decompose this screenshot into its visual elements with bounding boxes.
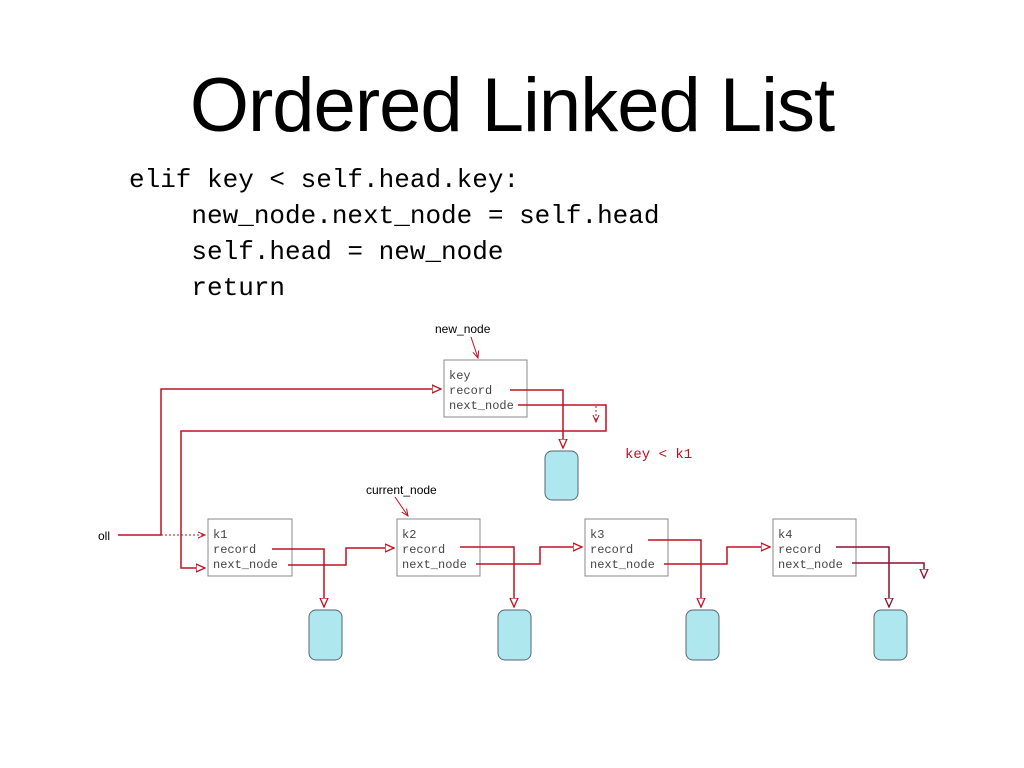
k3-record-arrow (648, 539, 701, 607)
new-node-box: key record next_node (443, 359, 528, 418)
node-field: k1 (213, 528, 227, 542)
node-field: record (449, 384, 492, 398)
k4-next-arrow (852, 562, 924, 578)
new-node-pointer-arrow (470, 336, 478, 358)
node-field: next_node (590, 558, 655, 572)
code-block: elif key < self.head.key: new_node.next_… (129, 162, 660, 306)
node-field: next_node (402, 558, 467, 572)
k3-next-arrow (664, 547, 770, 565)
node-field: next_node (449, 399, 514, 413)
node-field: record (778, 543, 821, 557)
list-node: k3 record next_node (584, 518, 669, 577)
node-field: k2 (402, 528, 416, 542)
record-blob (497, 609, 532, 661)
k4-record-arrow (836, 546, 889, 607)
condition-label: key < k1 (625, 447, 692, 463)
node-field: k4 (778, 528, 792, 542)
node-field: next_node (213, 558, 278, 572)
k2-next-arrow (476, 547, 582, 565)
current-node-label: current_node (366, 483, 437, 497)
code-line: new_node.next_node = self.head (129, 201, 660, 231)
node-field: k3 (590, 528, 604, 542)
node-field: record (402, 543, 445, 557)
new-node-record-arrow (510, 389, 563, 448)
oll-label: oll (98, 529, 110, 543)
record-blob (685, 609, 720, 661)
k1-next-arrow (288, 548, 394, 566)
code-line: elif key < self.head.key: (129, 165, 520, 195)
current-node-pointer-arrow (394, 496, 408, 516)
node-field: key (449, 369, 471, 383)
node-field: record (213, 543, 256, 557)
code-line: return (129, 273, 286, 303)
new-node-label: new_node (435, 322, 491, 336)
code-line: self.head = new_node (129, 237, 504, 267)
record-blob (873, 609, 908, 661)
record-blob (308, 609, 343, 661)
head-to-new-node-arrow (118, 389, 441, 536)
new-node-next-arrow (180, 404, 607, 568)
node-field: next_node (778, 558, 843, 572)
list-node: k1 record next_node (207, 518, 293, 577)
k2-record-arrow (460, 546, 514, 607)
record-blob (544, 450, 579, 501)
node-field: record (590, 543, 633, 557)
slide-title: Ordered Linked List (189, 63, 835, 148)
k1-record-arrow (272, 548, 324, 607)
